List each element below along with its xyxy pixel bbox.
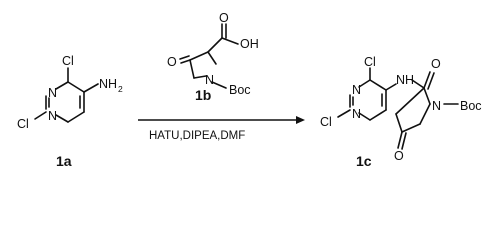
1b-boc: Boc <box>229 83 251 97</box>
1c-amide-nh: NH <box>396 73 414 87</box>
compound-label-1a: 1a <box>56 153 72 169</box>
1b-ketone-o: O <box>167 55 177 69</box>
1c-boc: Boc <box>460 99 482 113</box>
reaction-scheme: Cl N N Cl NH 2 1a O O OH N Boc 1b HATU,D… <box>17 11 482 169</box>
1c-ketone-o: O <box>394 149 404 163</box>
1b-acid-o: O <box>219 11 229 25</box>
1a-cl-left: Cl <box>17 117 29 131</box>
1c-amide-o: O <box>431 57 441 71</box>
compound-label-1c: 1c <box>356 153 372 169</box>
compound-1c-structure <box>337 67 459 150</box>
1c-n-lower: N <box>352 107 361 121</box>
1a-nh2-sub: 2 <box>118 84 123 94</box>
1a-n-upper: N <box>48 86 57 100</box>
1c-cl-left: Cl <box>320 115 332 129</box>
1b-n: N <box>205 73 214 87</box>
reaction-conditions: HATU,DIPEA,DMF <box>149 130 245 142</box>
compound-1a-structure <box>34 67 99 123</box>
1c-n-upper: N <box>352 83 361 97</box>
compound-label-1b: 1b <box>195 87 211 103</box>
1b-oh: OH <box>240 37 259 51</box>
compound-1b-structure <box>179 23 239 89</box>
1a-nh2: NH <box>99 77 117 91</box>
1a-n-lower: N <box>48 109 57 123</box>
1c-n: N <box>432 99 441 113</box>
reaction-arrow <box>138 116 305 124</box>
1a-cl-top: Cl <box>62 54 74 68</box>
1c-cl-top: Cl <box>364 55 376 69</box>
